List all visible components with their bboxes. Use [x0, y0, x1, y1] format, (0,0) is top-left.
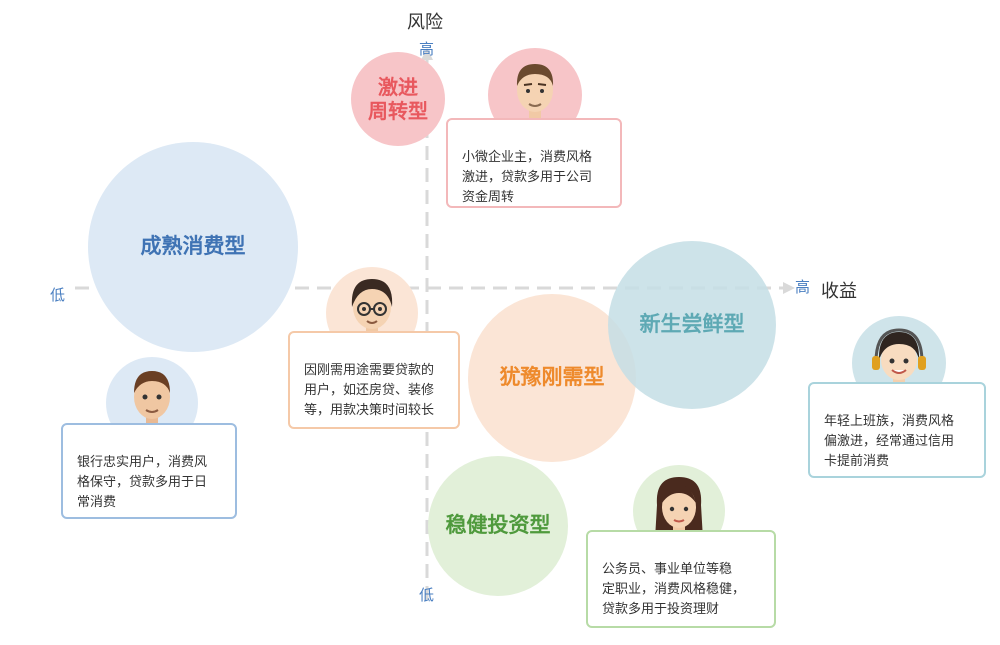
persona-card-hesitant: 因刚需用途需要贷款的 用户，如还房贷、装修 等，用款决策时间较长	[288, 331, 460, 429]
segment-mature-label: 成熟消费型	[140, 234, 246, 259]
segment-hesitant-label: 犹豫刚需型	[499, 365, 605, 390]
x-axis-low-label: 低	[50, 286, 66, 304]
y-axis-title: 风险	[407, 12, 443, 33]
segment-steady: 稳健投资型	[428, 456, 568, 596]
persona-newbie-desc: 年轻上班族，消费风格 偏激进，经常通过信用 卡提前消费	[824, 414, 955, 469]
persona-card-steady: 公务员、事业单位等稳 定职业，消费风格稳健， 贷款多用于投资理财	[586, 530, 776, 628]
persona-steady-desc: 公务员、事业单位等稳 定职业，消费风格稳健， 贷款多用于投资理财	[602, 562, 746, 617]
persona-card-newbie: 年轻上班族，消费风格 偏激进，经常通过信用 卡提前消费	[808, 382, 986, 478]
segment-newbie: 新生尝鲜型	[608, 241, 776, 409]
segment-newbie-label: 新生尝鲜型	[639, 312, 745, 337]
segment-steady-label: 稳健投资型	[445, 513, 551, 538]
persona-hesitant-desc: 因刚需用途需要贷款的 用户，如还房贷、装修 等，用款决策时间较长	[304, 363, 435, 418]
y-axis-high-label: 高	[419, 40, 435, 58]
segment-aggressive-label: 激进 周转型	[368, 75, 428, 123]
segment-aggressive: 激进 周转型	[351, 52, 445, 146]
persona-aggressive-desc: 小微企业主，消费风格 激进，贷款多用于公司 资金周转	[462, 150, 593, 205]
x-axis-high-label: 高	[795, 278, 811, 296]
persona-mature-desc: 银行忠实用户，消费风 格保守，贷款多用于日 常消费	[77, 455, 208, 510]
persona-card-mature: 银行忠实用户，消费风 格保守，贷款多用于日 常消费	[61, 423, 237, 519]
segment-mature: 成熟消费型	[88, 142, 298, 352]
x-axis-title: 收益	[821, 281, 857, 302]
y-axis-low-label: 低	[419, 586, 435, 604]
persona-card-aggressive: 小微企业主，消费风格 激进，贷款多用于公司 资金周转	[446, 118, 622, 208]
